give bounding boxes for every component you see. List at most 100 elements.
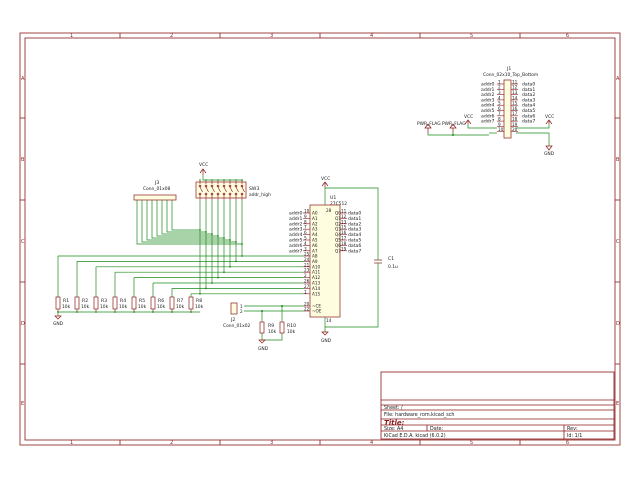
j1-value: Conn_02x10_Top_Bottom <box>483 72 538 78</box>
switch-lever <box>241 186 245 193</box>
switch-contact <box>198 184 202 188</box>
rom-addr-label: addr0 <box>289 211 303 217</box>
rom-pin-name: Q1 <box>335 216 341 221</box>
r9-ref: R9 <box>268 323 274 329</box>
resistor-ref: R8 <box>196 298 202 304</box>
rom-pin-number: 7 <box>304 225 307 230</box>
rom-pin-number: 26 <box>304 279 310 284</box>
title-block-sheet: Sheet: / <box>384 405 403 411</box>
j3-value: Conn_01x08 <box>143 186 170 192</box>
j2-wiring: GND <box>244 305 303 352</box>
switch-lever <box>217 186 221 193</box>
resistor-r10[interactable]: R10 10k <box>279 321 296 335</box>
rom-data-label: data1 <box>348 216 361 222</box>
rom-pin-number: 17 <box>341 236 347 241</box>
j2-ref: J2 <box>230 317 235 323</box>
vcc-label: VCC <box>545 114 554 120</box>
junction-dot <box>241 243 243 245</box>
pwr-flag-label: PWR_FLAG <box>417 121 441 127</box>
j1-pin-number: 7 <box>498 111 501 116</box>
title-block-id: Id: 1/1 <box>567 433 582 439</box>
j3-wire <box>166 200 206 233</box>
j1-pin-number: 18 <box>512 117 518 122</box>
j1-net-label: addr7 <box>481 119 495 125</box>
junction-dot <box>205 287 207 290</box>
rom-pin-name: Q0 <box>335 211 341 216</box>
row-label: D <box>616 321 620 327</box>
row-label: A <box>21 76 25 82</box>
column-label: 1 <box>70 440 73 446</box>
switch-lever <box>211 186 215 193</box>
rom-pin-name: A14 <box>312 286 321 291</box>
switch-contact <box>210 184 214 188</box>
rom-data-label: data5 <box>348 238 361 244</box>
row-label: E <box>616 401 619 407</box>
rom-pin-name: ~OE <box>312 309 322 314</box>
junction-dot <box>199 179 201 181</box>
resistor-value: 10k <box>176 304 185 310</box>
j3-wire <box>156 200 218 237</box>
j3-ref: J3 <box>154 180 159 186</box>
switch-lever <box>205 186 209 193</box>
r10-ref: R10 <box>287 323 296 329</box>
rom-addr-label: addr1 <box>289 216 303 222</box>
row-label: E <box>21 401 24 407</box>
rom-pin-name: A3 <box>312 227 318 232</box>
gnd-label: GND <box>544 151 555 157</box>
row-label: C <box>21 239 25 245</box>
vcc-label: VCC <box>464 114 473 120</box>
column-label: 5 <box>470 440 473 446</box>
j1-net-label: data1 <box>522 87 535 93</box>
junction-dot <box>241 179 243 181</box>
rom-pin-number: 21 <box>304 262 310 267</box>
rom-pin-name: Q5 <box>335 238 341 243</box>
j1-net-label: addr5 <box>481 108 495 114</box>
j3-wire <box>161 200 212 235</box>
resistor-r9[interactable]: R9 10k <box>259 321 277 335</box>
switch-contact <box>222 192 226 196</box>
j3-wire <box>146 200 230 241</box>
row-label: D <box>21 321 25 327</box>
rom-addr-label: addr7 <box>289 248 303 254</box>
rom-pin-name: Q7 <box>335 248 341 253</box>
r10-value: 10k <box>287 329 296 335</box>
title-block-title: Title: <box>384 419 405 427</box>
pwr-flag-label: PWR_FLAG <box>442 121 466 127</box>
junction-dot <box>205 179 207 181</box>
resistor-ref: R7 <box>177 298 183 304</box>
capacitor-c1[interactable]: C1 0.1u <box>325 256 398 328</box>
connector-j2[interactable]: 1 2 J2 Conn_01x02 <box>223 302 250 329</box>
column-label: 1 <box>70 33 73 39</box>
resistor-value: 10k <box>81 304 90 310</box>
sw3-ref: SW3 <box>249 186 259 192</box>
resistor-body <box>112 296 118 310</box>
row-label: C <box>616 239 620 245</box>
column-label: 4 <box>370 440 373 446</box>
resistor-ref: R1 <box>63 298 69 304</box>
rom-pin-number: 22 <box>304 307 310 312</box>
rom-pin-number: 23 <box>304 268 310 273</box>
r9-value: 10k <box>268 329 277 335</box>
resistor-body <box>169 296 175 310</box>
rom-pin-number: 27 <box>304 284 310 289</box>
title-block-kicad: KiCad E.D.A. kicad (6.0.2) <box>384 433 446 439</box>
j1-pin-number: 4 <box>498 95 501 100</box>
column-label: 6 <box>566 33 569 39</box>
junction-dot <box>217 235 219 237</box>
rom-data-label: data0 <box>348 211 361 217</box>
j1-net-label: addr6 <box>481 113 495 119</box>
j1-net-label: addr1 <box>481 87 495 93</box>
rom-pin-name: A12 <box>312 275 321 280</box>
rom-pin-name: Q3 <box>335 227 341 232</box>
j1-pin-number: 11 <box>512 79 518 84</box>
gnd-label: GND <box>53 321 64 327</box>
j3-wire <box>171 200 200 231</box>
column-label: 3 <box>270 440 273 446</box>
rom-data-label: data2 <box>348 221 361 227</box>
switch-contact <box>204 192 208 196</box>
connector-j3[interactable]: J3 Conn_01x08 <box>133 180 177 201</box>
dip-switch-sw3[interactable]: VCC SW3 addr_high <box>195 162 271 200</box>
